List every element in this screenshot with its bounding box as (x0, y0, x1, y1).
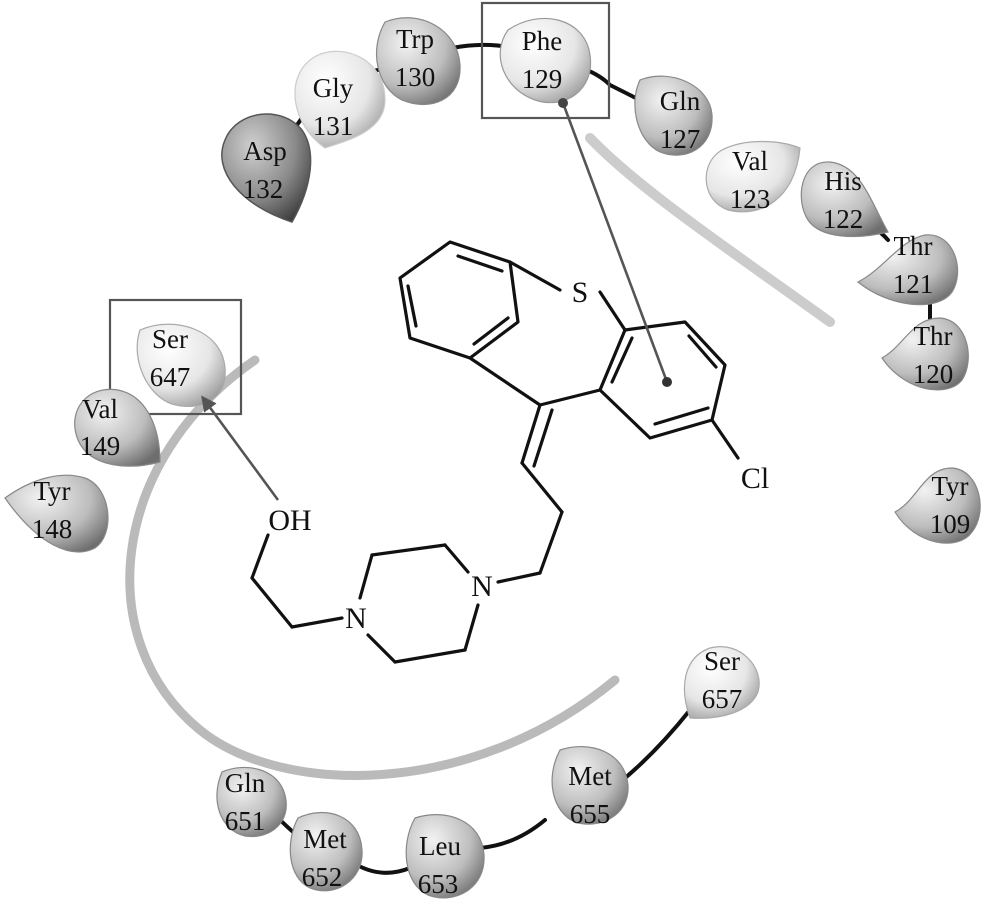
residue-val123: Val 123 (705, 140, 801, 214)
residue-number: 149 (80, 431, 121, 461)
residue-number: 123 (730, 184, 771, 214)
residue-name: Ser (704, 646, 740, 676)
pi-interaction-line (561, 102, 669, 383)
residue-number: 122 (823, 204, 864, 234)
residue-gln127: Gln 127 (634, 75, 713, 156)
interaction-box (480, 1, 611, 120)
residue-number: 655 (570, 799, 611, 829)
residue-name: Gln (225, 768, 266, 798)
residue-name: His (824, 166, 862, 196)
ring-centroid-dot (662, 377, 672, 387)
left-benzene-ring (398, 240, 520, 360)
residue-gly131: Gly 131 (294, 50, 386, 149)
residue-number: 651 (225, 806, 266, 836)
hydroxyl-label: OH (268, 504, 311, 537)
residue-number: 109 (930, 509, 971, 539)
residue-name: Ser (152, 324, 188, 354)
residue-number: 647 (150, 362, 191, 392)
residue-number: 129 (522, 64, 563, 94)
nitrogen-left-label: N (345, 602, 367, 635)
residue-name: Met (568, 761, 612, 791)
residue-name: Met (303, 824, 347, 854)
residue-met652: Met 652 (289, 811, 363, 892)
residue-name: Thr (914, 321, 953, 351)
chlorine-atom-label: Cl (741, 462, 769, 495)
residue-name: Asp (243, 136, 287, 166)
sulfur-atom-label: S (572, 276, 589, 309)
residue-tyr148: Tyr 148 (4, 474, 109, 553)
residue-number: 130 (395, 62, 436, 92)
residue-number: 657 (702, 684, 743, 714)
residue-name: Tyr (931, 471, 968, 501)
residue-val149: Val 149 (74, 388, 161, 467)
residue-name: Gly (313, 73, 354, 103)
nitrogen-right-label: N (471, 570, 493, 603)
residue-his122: His 122 (800, 161, 889, 238)
residue-name: Val (732, 146, 768, 176)
residue-number: 121 (893, 269, 934, 299)
residue-thr121: Thr 121 (856, 231, 959, 306)
residue-number: 653 (418, 869, 459, 899)
residue-name: Tyr (33, 476, 70, 506)
residue-number: 127 (660, 124, 701, 154)
residue-leu653: Leu 653 (405, 814, 485, 899)
ligand-structure: S Cl OH N N (250, 240, 769, 664)
interaction-dot-residue (558, 98, 568, 108)
residue-asp132: Asp 132 (221, 113, 312, 223)
residue-name: Leu (419, 831, 461, 861)
residue-name: Thr (894, 231, 933, 261)
residue-number: 148 (32, 514, 73, 544)
residue-trp130: Trp 130 (376, 17, 461, 105)
residue-met655: Met 655 (551, 746, 629, 829)
residue-name: Val (82, 394, 118, 424)
residue-thr120: Thr 120 (881, 317, 969, 391)
pocket-surface (125, 133, 835, 780)
piperazine-ring (358, 543, 480, 664)
residue-number: 120 (913, 359, 954, 389)
central-ring (468, 260, 627, 407)
residue-number: 131 (313, 111, 354, 141)
interaction-box (108, 298, 243, 416)
interactions (201, 98, 672, 501)
residue-name: Gln (660, 86, 701, 116)
residue-ser657: Ser 657 (684, 646, 760, 719)
residue-number: 652 (302, 862, 343, 892)
hbond-arrow (201, 395, 280, 501)
residue-gln651: Gln 651 (216, 766, 287, 838)
residue-number: 132 (243, 174, 284, 204)
residue-name: Phe (522, 26, 563, 56)
residue-phe129: Phe 129 (480, 1, 611, 120)
residue-name: Trp (396, 24, 434, 54)
residue-tyr109: Tyr 109 (894, 467, 981, 544)
